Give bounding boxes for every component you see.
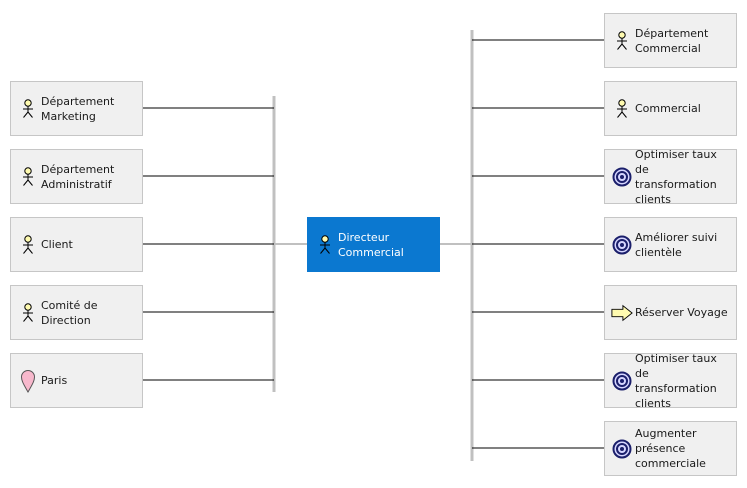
label-line: Département — [635, 26, 709, 40]
node-label: Augmenter présence commerciale — [635, 426, 710, 471]
right-node[interactable]: Augmenter présence commerciale — [604, 421, 737, 476]
label-line: Commercial — [338, 245, 404, 259]
label-line: présence — [635, 442, 686, 455]
goal-icon — [611, 235, 633, 255]
actor-icon — [17, 302, 39, 323]
goal-icon — [611, 439, 633, 459]
label-line: commerciale — [635, 457, 706, 470]
label-line: Département — [41, 94, 115, 108]
label-line: clientèle — [635, 245, 682, 259]
label-line: Commercial — [635, 41, 701, 55]
label-line: clients — [635, 396, 671, 410]
process-arrow-icon — [611, 304, 633, 322]
left-node[interactable]: Paris — [10, 353, 143, 408]
label-line: transformation — [635, 381, 717, 395]
actor-icon — [17, 98, 39, 119]
right-node[interactable]: Commercial — [604, 81, 737, 136]
actor-icon — [17, 166, 39, 187]
label-line: Comité de — [41, 298, 98, 312]
label-line: Optimiser taux de — [635, 147, 717, 176]
label-line: clients — [635, 192, 671, 206]
location-pin-icon — [17, 369, 39, 393]
actor-icon — [17, 234, 39, 255]
label-line: Marketing — [41, 109, 96, 123]
node-label: Client — [41, 238, 73, 251]
node-label: Réserver Voyage — [635, 306, 728, 319]
label-line: Augmenter — [635, 427, 697, 440]
label-line: Directeur — [338, 230, 390, 244]
label-line: Administratif — [41, 177, 112, 191]
label-line: Améliorer suivi — [635, 230, 718, 244]
label-line: Optimiser taux de — [635, 351, 717, 380]
goal-icon — [611, 371, 633, 391]
label-line: Département — [41, 162, 115, 176]
node-label: Commercial — [635, 102, 701, 115]
label-line: Direction — [41, 313, 91, 327]
node-label: Paris — [41, 374, 68, 387]
goal-icon — [611, 167, 633, 187]
right-node[interactable]: Réserver Voyage — [604, 285, 737, 340]
actor-icon — [611, 30, 633, 51]
actor-icon — [611, 98, 633, 119]
label-line: transformation — [635, 177, 717, 191]
left-node[interactable]: Client — [10, 217, 143, 272]
actor-icon — [314, 234, 336, 255]
